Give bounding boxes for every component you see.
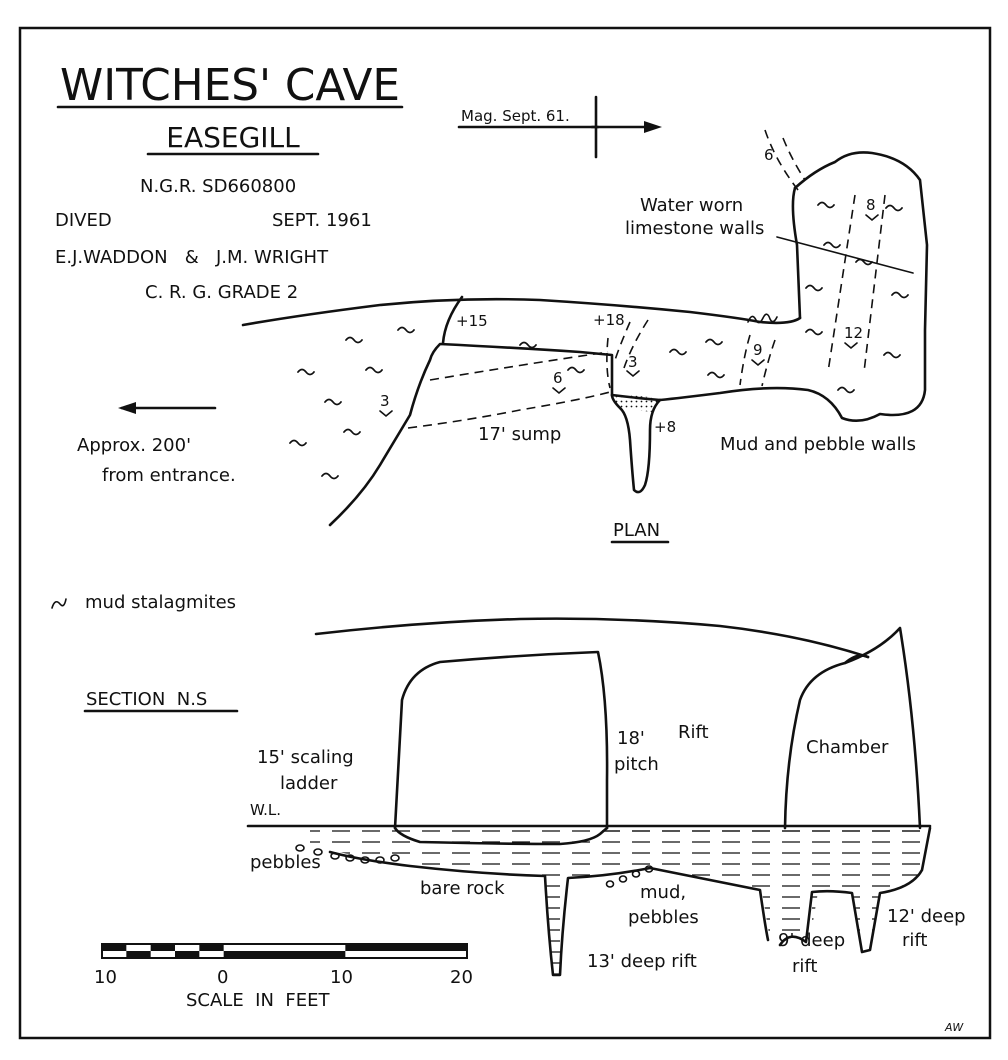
- legend: mud stalagmites: [51, 592, 236, 613]
- scale-bar: 10 0 10 20 SCALE IN FEET: [94, 943, 473, 1011]
- rift-label: Rift: [678, 722, 709, 743]
- survey-subtitle: EASEGILL: [166, 121, 300, 154]
- depth-6-top: 6: [764, 146, 774, 164]
- section-roof: [314, 617, 870, 659]
- mud-label-2: pebbles: [628, 907, 699, 928]
- chamber-label: Chamber: [806, 737, 889, 758]
- scale-cell: [345, 944, 467, 951]
- depth-9: 9: [753, 341, 763, 359]
- water-symbols: [289, 201, 909, 480]
- scale-label: SCALE IN FEET: [186, 990, 330, 1011]
- depth-3-mid: 3: [628, 353, 638, 371]
- plan-title: PLAN: [613, 520, 660, 541]
- mud-stalagmite-icon: [51, 598, 67, 609]
- scale-cell: [150, 944, 175, 951]
- height-18: +18: [593, 311, 625, 329]
- plan-upper-wall: [241, 297, 802, 327]
- dived-label: DIVED: [55, 210, 112, 231]
- pebbles-symbols: [295, 844, 654, 888]
- wall-label-2: limestone walls: [625, 218, 764, 239]
- pitch-label-1: 18': [617, 728, 645, 749]
- height-8: +8: [654, 418, 676, 436]
- scale-cell: [175, 951, 200, 958]
- mud-label-1: mud,: [640, 882, 686, 903]
- section-title: SECTION N.S: [86, 689, 207, 710]
- scale-cell: [126, 951, 151, 958]
- water-level-label: W.L.: [250, 801, 281, 819]
- height-15: +15: [456, 312, 488, 330]
- entrance-label-1: Approx. 200': [77, 435, 191, 456]
- pebbles-label: pebbles: [250, 852, 321, 873]
- section-rock-block: [393, 650, 609, 830]
- legend-stalagmite-label: mud stalagmites: [85, 592, 236, 613]
- scale-cell: [102, 944, 127, 951]
- ladder-label-1: 15' scaling: [257, 747, 354, 768]
- north-label: Mag. Sept. 61.: [461, 107, 570, 125]
- mud-walls-label: Mud and pebble walls: [720, 434, 916, 455]
- depth-6: 6: [553, 369, 563, 387]
- page-border: [18, 26, 992, 1040]
- scale-tick-left: 10: [94, 967, 117, 988]
- ladder-label-2: ladder: [280, 773, 338, 794]
- author-signature: AW: [944, 1021, 964, 1034]
- rift9-label-1: 9' deep: [778, 930, 845, 951]
- scale-tick-ten: 10: [330, 967, 353, 988]
- wall-label-1: Water worn: [640, 195, 743, 216]
- pitch-label-2: pitch: [614, 754, 659, 775]
- header: WITCHES' CAVE EASEGILL N.G.R. SD660800 D…: [55, 60, 404, 303]
- divers: E.J.WADDON & J.M. WRIGHT: [55, 247, 329, 268]
- rift12-label-2: rift: [902, 930, 927, 951]
- entrance-label-2: from entrance.: [102, 465, 236, 486]
- bare-rock-label: bare rock: [420, 878, 505, 899]
- scale-cell: [199, 944, 224, 951]
- rift13-label: 13' deep rift: [587, 951, 697, 972]
- sump-label: 17' sump: [478, 424, 561, 445]
- north-arrow: Mag. Sept. 61.: [457, 95, 662, 159]
- grid-reference: N.G.R. SD660800: [140, 176, 296, 197]
- survey-title: WITCHES' CAVE: [60, 60, 400, 111]
- dived-date: SEPT. 1961: [272, 210, 372, 231]
- rift9-label-2: rift: [792, 956, 817, 977]
- depth-3-left: 3: [380, 392, 390, 410]
- depth-12: 12: [844, 324, 863, 342]
- section-view: SECTION N.S: [83, 617, 966, 977]
- scale-tick-zero: 0: [217, 967, 228, 988]
- rift12-label-1: 12' deep: [887, 906, 966, 927]
- depth-8: 8: [866, 196, 876, 214]
- scale-cell: [223, 951, 346, 958]
- plan-view: 3 6 3 9 12 8 6 +15 +18 +8 Water worn lim…: [77, 129, 929, 544]
- grade: C. R. G. GRADE 2: [145, 282, 298, 303]
- scale-tick-twenty: 20: [450, 967, 473, 988]
